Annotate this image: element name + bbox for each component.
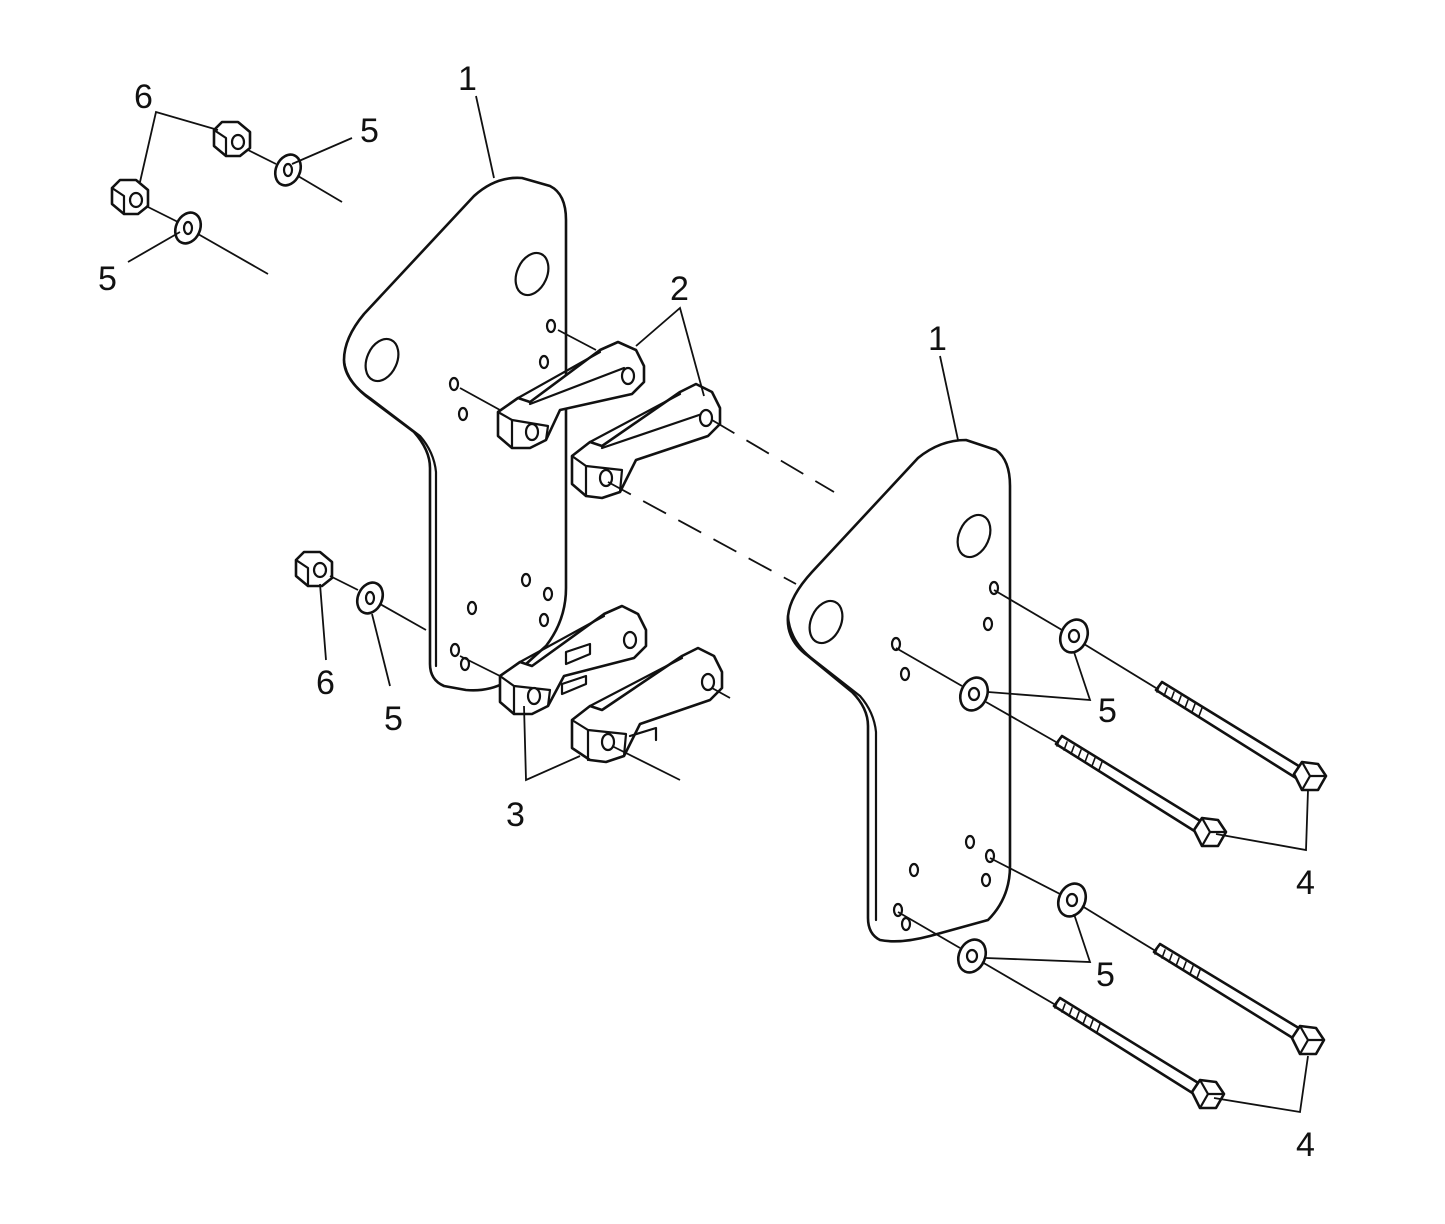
- callout-bolts-lower: 4: [1296, 1126, 1315, 1164]
- hex-nut-top-upper: [212, 120, 252, 158]
- washer-right-3: [1056, 882, 1088, 918]
- callout-plate-right: 1: [928, 320, 947, 358]
- callout-spacers-lower: 3: [506, 796, 525, 834]
- callout-washers-right-upper: 5: [1098, 692, 1117, 730]
- spacer-lower-front: [560, 646, 724, 764]
- hex-nut-mid: [294, 550, 334, 588]
- hex-nut-top-lower: [110, 178, 150, 216]
- mounting-plate-right: [786, 438, 1012, 943]
- bolt-upper-2: [1054, 734, 1228, 848]
- mounting-plate-left: [342, 176, 568, 692]
- washer-mid: [355, 581, 385, 615]
- callout-washer-top-left: 5: [98, 260, 117, 298]
- washer-top-right: [273, 153, 303, 187]
- spacer-upper-back: [496, 340, 646, 450]
- washer-right-1: [1058, 618, 1090, 654]
- bolt-lower-1: [1152, 942, 1326, 1056]
- callout-plate-left: 1: [458, 60, 477, 98]
- bolt-lower-2: [1052, 996, 1226, 1110]
- callout-nuts-top: 6: [134, 78, 153, 116]
- spacer-lower-back: [498, 604, 648, 716]
- callout-nut-mid: 6: [316, 664, 335, 702]
- callout-spacers-upper: 2: [670, 270, 689, 308]
- assembly-lines: [145, 149, 1157, 1005]
- callout-bolts-upper: 4: [1296, 864, 1315, 902]
- bolt-upper-1: [1154, 680, 1328, 792]
- callout-washer-mid: 5: [384, 700, 403, 738]
- callout-leaders: [127, 95, 1309, 1114]
- washer-right-4: [956, 938, 988, 974]
- callout-washers-right-lower: 5: [1096, 956, 1115, 994]
- callout-washer-top-right: 5: [360, 112, 379, 150]
- washer-right-2: [958, 676, 990, 712]
- washer-top-left: [173, 211, 203, 245]
